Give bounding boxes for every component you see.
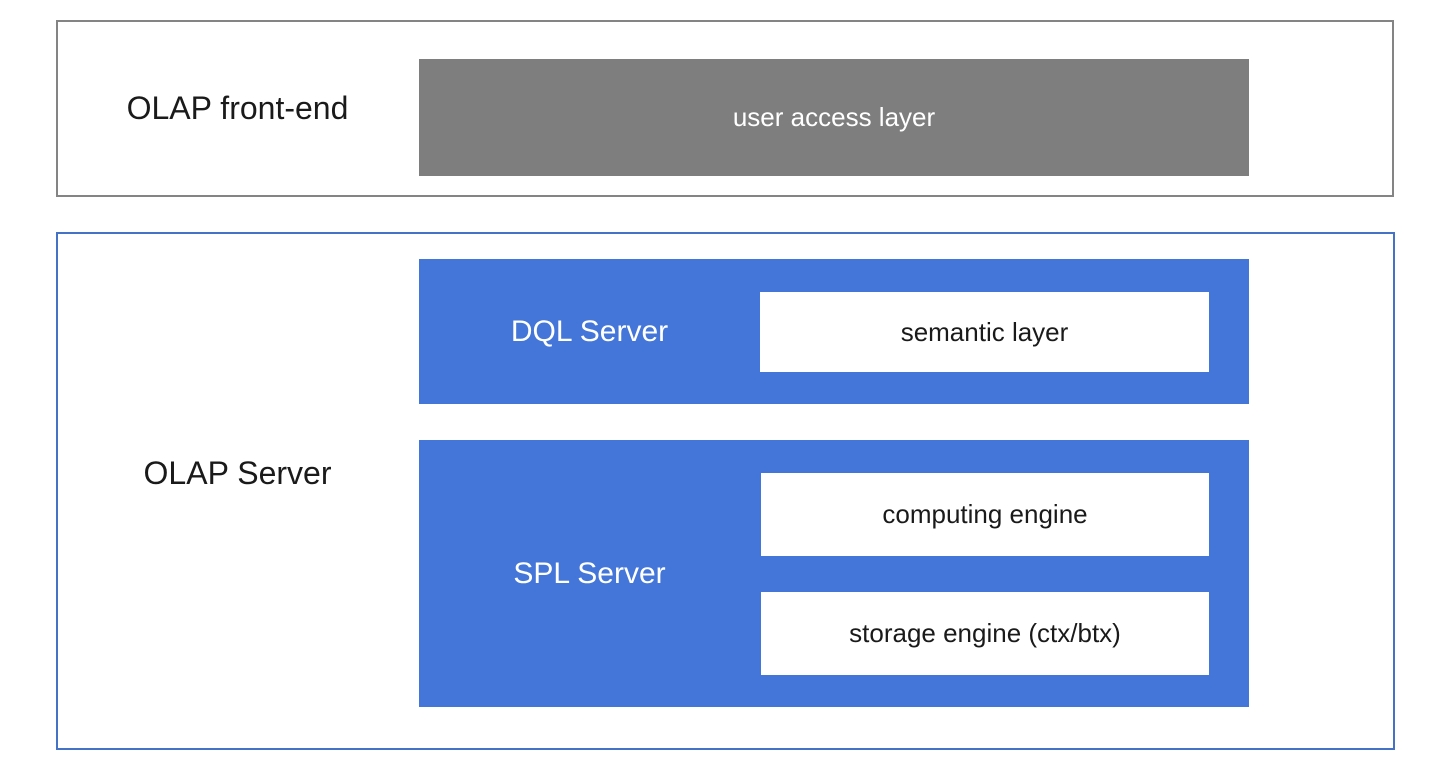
dql-server-label: DQL Server — [510, 314, 669, 348]
server-label: OLAP Server — [143, 454, 332, 491]
computing-engine-block: computing engine — [761, 473, 1209, 556]
user-access-layer-block: user access layer — [419, 59, 1249, 176]
spl-server-label: SPL Server — [513, 556, 666, 590]
storage-engine-block: storage engine (ctx/btx) — [761, 592, 1209, 675]
frontend-label: OLAP front-end — [126, 90, 349, 126]
semantic-layer-block: semantic layer — [760, 292, 1209, 372]
